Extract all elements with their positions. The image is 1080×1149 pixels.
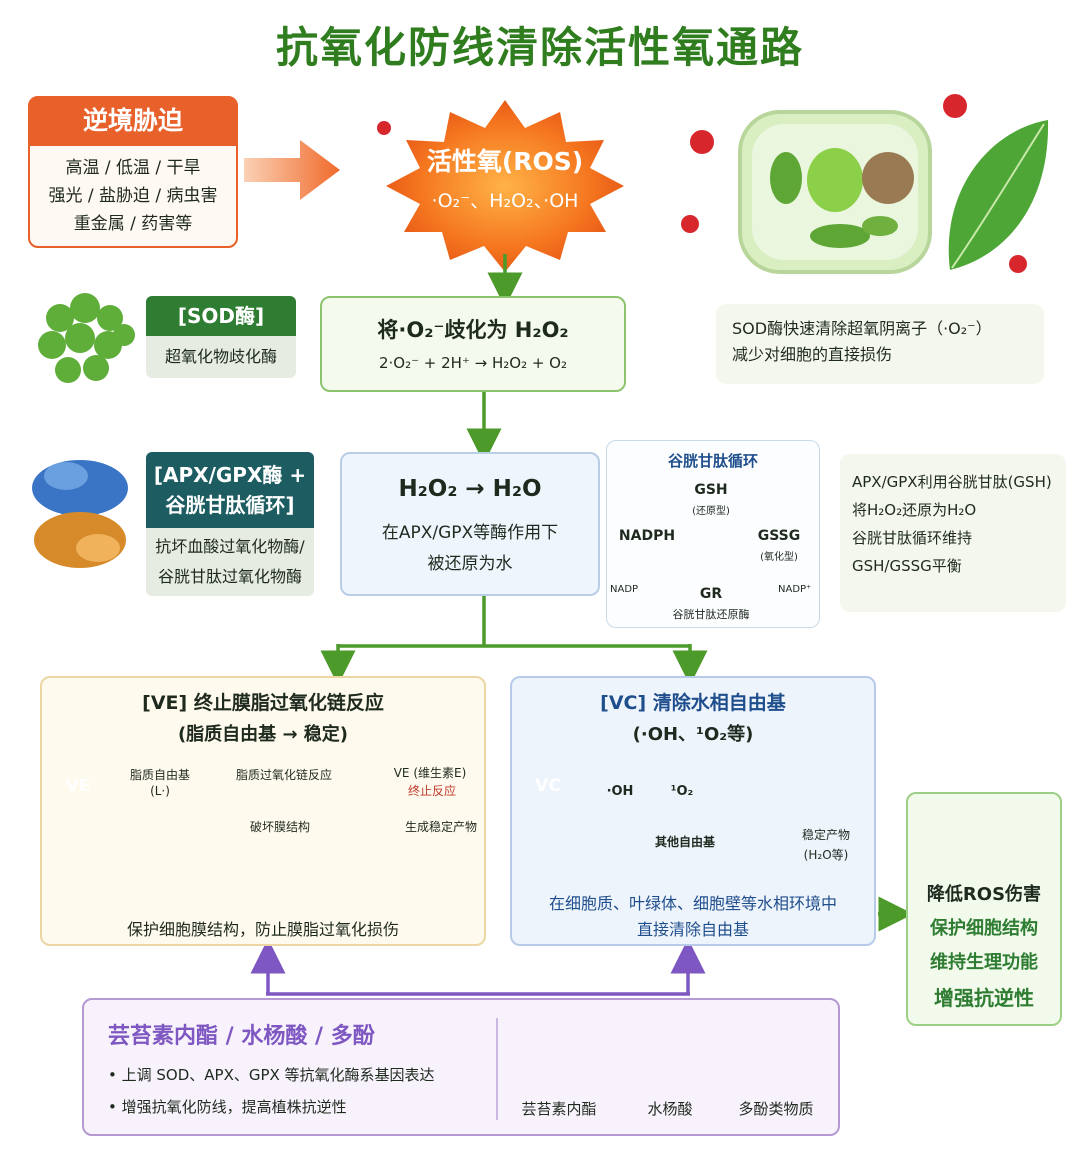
vc-other: 其他自由基 — [654, 835, 715, 849]
ve-destroy: 破坏膜结构 — [249, 820, 310, 834]
sod-equation: 2·O₂⁻ + 2H⁺ → H₂O₂ + O₂ — [378, 354, 568, 372]
ve-icon-label: VE — [65, 776, 91, 796]
ve-chain-reaction: 脂质过氧化链反应 — [235, 768, 332, 782]
cycle-title: 谷胱甘肽循环 — [667, 452, 758, 470]
glutathione-cycle-panel — [606, 440, 820, 628]
vc-panel — [510, 676, 876, 946]
page-title: 抗氧化防线清除活性氧通路 — [275, 23, 804, 72]
cycle-nadph: NADPH — [618, 528, 676, 544]
vc-icon-label: VC — [535, 776, 561, 796]
regulators-title: 芸苔素内酯 / 水杨酸 / 多酚 — [108, 1024, 375, 1049]
stress-box: 逆境胁迫 高温 / 低温 / 干旱 强光 / 盐胁迫 / 病虫害 重金属 / 药… — [28, 96, 238, 248]
stress-arrow — [244, 140, 340, 200]
result-line: 增强抗逆性 — [934, 986, 1034, 1010]
leaf-icon — [948, 120, 1049, 270]
ve-lipid-radical: 脂质自由基 — [129, 768, 190, 782]
regulator-item: 芸苔素内酯 — [521, 1100, 597, 1118]
result-line: 降低ROS伤害 — [926, 884, 1042, 905]
sod-sublabel: 超氧化物歧化酶 — [146, 336, 296, 378]
regulators-panel — [82, 998, 840, 1136]
apx-note-line: 将H₂O₂还原为H₂O — [852, 501, 977, 519]
regulators-bullet: • 增强抗氧化防线，提高植株抗逆性 — [108, 1098, 347, 1116]
stress-line: 重金属 / 药害等 — [73, 214, 193, 234]
apx-label-line: [APX/GPX酶 + — [153, 463, 307, 487]
vc-subtitle: (·OH、¹O₂等) — [632, 724, 754, 745]
sod-label: [SOD酶] — [146, 296, 296, 336]
cycle-nadp-right: NADP⁺ — [778, 584, 812, 595]
regulators-divider — [496, 1018, 498, 1120]
result-line: 保护细胞结构 — [930, 918, 1038, 939]
regulators-bullet: • 上调 SOD、APX、GPX 等抗氧化酶系基因表达 — [108, 1066, 435, 1084]
ve-stable: 生成稳定产物 — [404, 820, 477, 834]
apx-step-box: H₂O₂ → H₂O 在APX/GPX等酶作用下 被还原为水 — [340, 452, 600, 596]
vc-product-sub: (H₂O等) — [803, 848, 849, 862]
regulator-item: 多酚类物质 — [738, 1100, 814, 1118]
apx-label-line: 谷胱甘肽循环] — [165, 493, 295, 517]
ve-stop: 终止反应 — [407, 784, 456, 798]
cycle-gssg-sub: (氧化型) — [760, 552, 798, 563]
vc-o2: ¹O₂ — [670, 784, 694, 799]
apx-sublabel: 抗坏血酸过氧化物酶/ 谷胱甘肽过氧化物酶 — [146, 528, 314, 596]
sod-step-box: 将·O₂⁻歧化为 H₂O₂ 2·O₂⁻ + 2H⁺ → H₂O₂ + O₂ — [320, 296, 626, 392]
cycle-nadp-left: NADP — [610, 584, 639, 595]
ve-name: VE (维生素E) — [393, 766, 467, 780]
ve-subtitle: (脂质自由基 → 稳定) — [177, 724, 349, 745]
sod-note-line: 减少对细胞的直接损伤 — [732, 345, 893, 364]
cycle-gssg: GSSG — [757, 528, 801, 544]
stress-line: 强光 / 盐胁迫 / 病虫害 — [48, 186, 218, 206]
ve-lipid-radical-sym: (L·) — [150, 784, 170, 798]
vc-product: 稳定产物 — [801, 828, 850, 842]
apx-note-line: APX/GPX利用谷胱甘肽(GSH) — [852, 473, 1052, 491]
ros-burst — [386, 100, 624, 272]
result-line: 维持生理功能 — [930, 952, 1038, 973]
apx-protein-icon — [32, 460, 128, 568]
sod-note-line: SOD酶快速清除超氧阴离子（·O₂⁻） — [732, 319, 992, 338]
ros-name: 活性氧(ROS) — [426, 147, 584, 176]
vc-footer-line: 在细胞质、叶绿体、细胞壁等水相环境中 — [548, 894, 837, 913]
cycle-gr-sub: 谷胱甘肽还原酶 — [672, 608, 750, 621]
sod-step-title: 将·O₂⁻歧化为 H₂O₂ — [377, 318, 569, 342]
ros-particle-icon — [377, 94, 1027, 273]
apx-step-line: 被还原为水 — [427, 554, 513, 574]
apx-note-line: GSH/GSSG平衡 — [852, 557, 962, 575]
ve-title: [VE] 终止膜脂过氧化链反应 — [142, 692, 384, 714]
plant-cell-icon — [738, 110, 932, 274]
apx-step-line: 在APX/GPX等酶作用下 — [381, 523, 559, 543]
stress-list: 高温 / 低温 / 干旱 强光 / 盐胁迫 / 病虫害 重金属 / 药害等 — [30, 154, 236, 238]
apx-note: APX/GPX利用谷胱甘肽(GSH) 将H₂O₂还原为H₂O 谷胱甘肽循环维持 … — [840, 454, 1066, 612]
apx-note-line: 谷胱甘肽循环维持 — [852, 529, 973, 547]
ros-species: ·O₂⁻、H₂O₂、·OH — [431, 190, 579, 212]
sod-note: SOD酶快速清除超氧阴离子（·O₂⁻） 减少对细胞的直接损伤 — [716, 304, 1044, 384]
result-box: 降低ROS伤害 保护细胞结构 维持生理功能 增强抗逆性 — [906, 792, 1062, 1026]
cycle-gr: GR — [699, 586, 723, 602]
vc-oh: ·OH — [606, 784, 634, 799]
apx-label: [APX/GPX酶 + 谷胱甘肽循环] — [146, 452, 314, 528]
cycle-gsh: GSH — [694, 482, 728, 498]
stress-heading: 逆境胁迫 — [28, 96, 238, 146]
apx-sublabel-line: 谷胱甘肽过氧化物酶 — [157, 567, 302, 586]
cycle-gsh-sub: (还原型) — [692, 506, 730, 517]
apx-sublabel-line: 抗坏血酸过氧化物酶/ — [155, 537, 305, 556]
vc-title: [VC] 清除水相自由基 — [600, 692, 786, 714]
sod-protein-icon — [38, 293, 135, 383]
stress-line: 高温 / 低温 / 干旱 — [65, 158, 201, 178]
vc-footer-line: 直接清除自由基 — [636, 920, 749, 939]
regulator-item: 水杨酸 — [647, 1100, 693, 1118]
ve-footer: 保护细胞膜结构，防止膜脂过氧化损伤 — [126, 920, 399, 939]
apx-step-title: H₂O₂ → H₂O — [398, 476, 542, 502]
ve-panel — [40, 676, 486, 946]
